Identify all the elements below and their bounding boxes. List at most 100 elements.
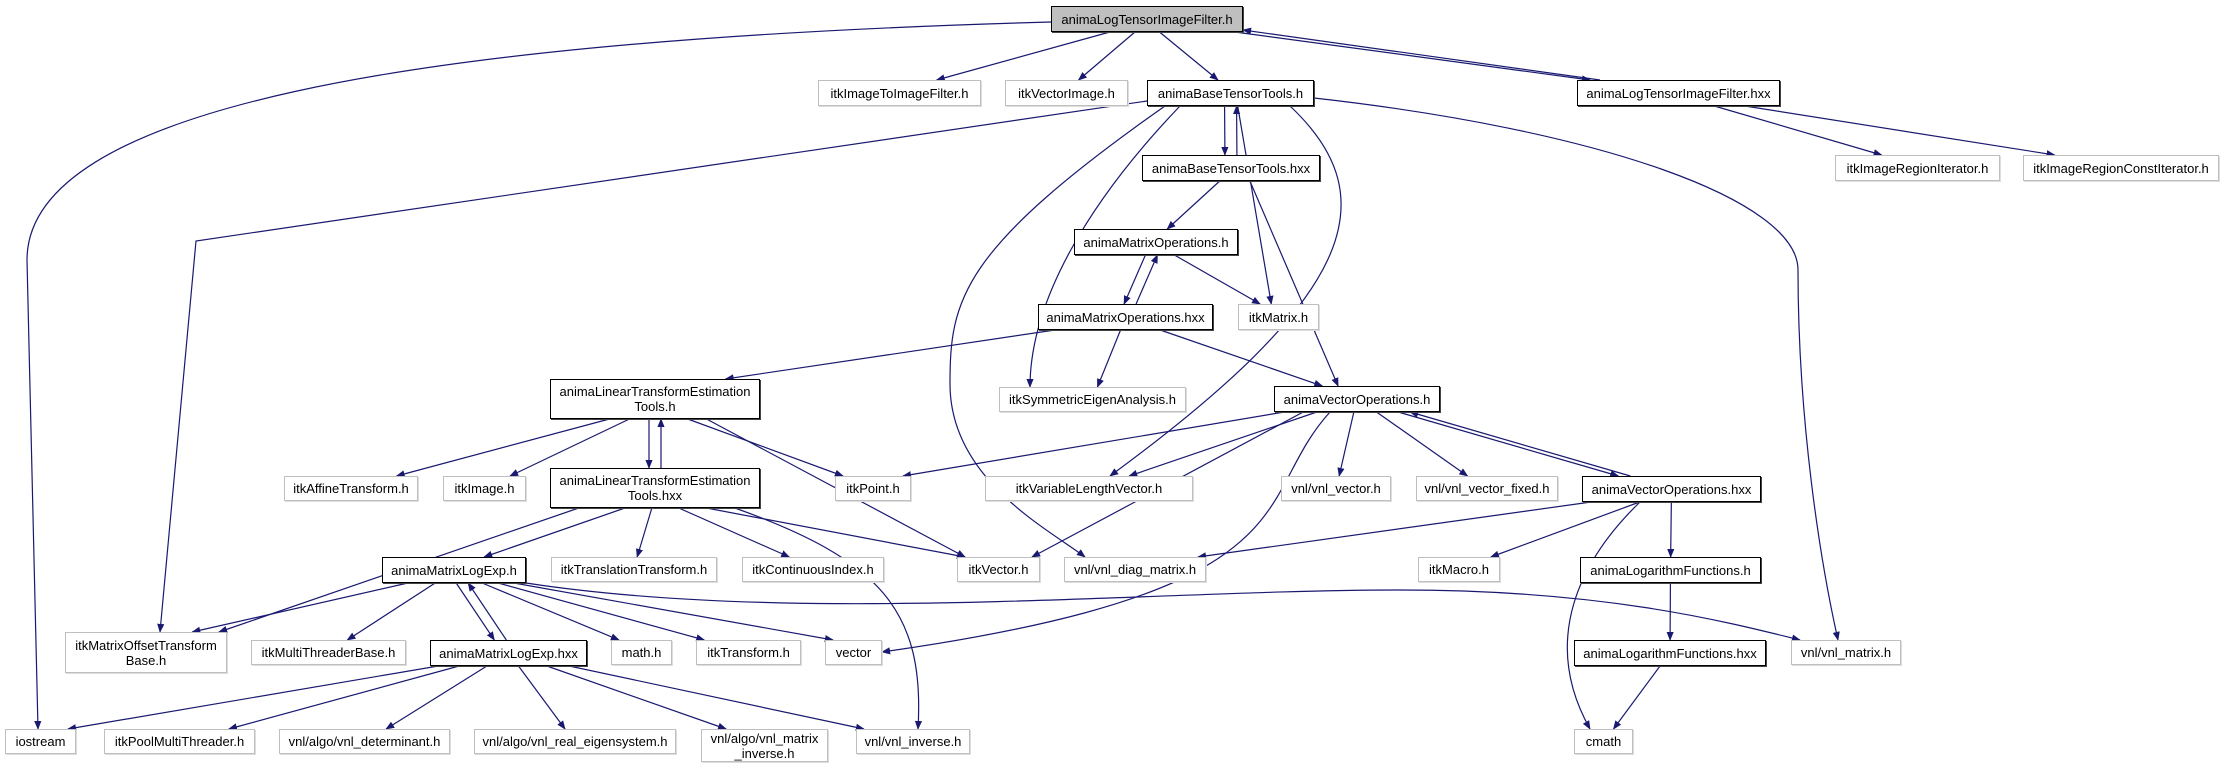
node-mle-hxx[interactable]: animaMatrixLogExp.hxx (430, 640, 587, 666)
node-diag[interactable]: vnl/vnl_diag_matrix.h (1064, 557, 1206, 582)
node-vo-h[interactable]: animaVectorOperations.h (1274, 386, 1440, 412)
edge-vo-hxx-to-cmath (1566, 501, 1641, 730)
node-vnlvecfixed[interactable]: vnl/vnl_vector_fixed.h (1416, 476, 1558, 501)
edge-mle-hxx-to-det (385, 665, 488, 730)
node-macro[interactable]: itkMacro.h (1418, 557, 1500, 582)
node-vo-hxx[interactable]: animaVectorOperations.hxx (1582, 476, 1761, 502)
edge-vo-h-to-vector (881, 411, 1331, 655)
node-btt-h[interactable]: animaBaseTensorTools.h (1147, 80, 1314, 106)
node-ltet-hxx[interactable]: animaLinearTransformEstimation Tools.hxx (550, 468, 760, 508)
edge-mle-h-to-mle-hxx (455, 582, 495, 641)
node-varlen[interactable]: itkVariableLengthVector.h (985, 476, 1193, 501)
node-symeig[interactable]: itkSymmetricEigenAnalysis.h (999, 387, 1186, 412)
node-i2i[interactable]: itkImageToImageFilter.h (818, 80, 981, 106)
edge-mle-h-to-itktransform (498, 582, 706, 642)
edge-vo-hxx-to-lf-h (1667, 501, 1675, 558)
edge-ltet-hxx-to-trans (636, 507, 653, 558)
edge-mle-h-to-mtb (346, 582, 436, 641)
node-itktransform[interactable]: itkTransform.h (696, 640, 801, 665)
edge-btt-h-to-symeig (1026, 105, 1181, 388)
node-itkmatrix[interactable]: itkMatrix.h (1238, 304, 1319, 330)
node-regcit[interactable]: itkImageRegionConstIterator.h (2023, 155, 2219, 181)
node-contidx[interactable]: itkContinuousIndex.h (742, 557, 884, 582)
edge-btt-h-to-mot (157, 100, 1148, 633)
node-vector[interactable]: vector (825, 640, 882, 665)
edge-vo-hxx-to-macro (1490, 501, 1640, 558)
edge-mle-hxx-to-eig (517, 665, 566, 730)
edge-ltet-h-to-affine (395, 418, 610, 478)
edge-vo-h-to-varlen (1128, 411, 1317, 477)
edge-btt-h-to-itkmatrix (1237, 105, 1274, 305)
edge-btt-hxx-to-mo-h (1166, 180, 1221, 230)
node-lf-hxx[interactable]: animaLogarithmFunctions.hxx (1574, 640, 1766, 666)
edge-root-to-iostream (26, 21, 1052, 730)
node-regit[interactable]: itkImageRegionIterator.h (1835, 155, 2000, 181)
node-btt-hxx[interactable]: animaBaseTensorTools.hxx (1142, 155, 1320, 181)
node-cmath[interactable]: cmath (1574, 729, 1633, 754)
edge-btt-h-to-diag (949, 105, 1166, 558)
edge-vo-h-to-vnlvecfixed (1376, 411, 1469, 477)
node-mo-hxx[interactable]: animaMatrixOperations.hxx (1038, 304, 1213, 330)
edge-lti-hxx-to-regit (1714, 105, 1883, 157)
edge-root-to-vecimg (1077, 31, 1136, 81)
node-mot[interactable]: itkMatrixOffsetTransform Base.h (65, 632, 227, 673)
edge-ltet-hxx-to-vinv (734, 507, 923, 730)
node-vecimg[interactable]: itkVectorImage.h (1005, 80, 1128, 106)
edge-lf-hxx-to-cmath (1612, 665, 1661, 730)
node-mle-h[interactable]: animaMatrixLogExp.h (382, 557, 526, 583)
edge-mo-hxx-to-ltet-h (724, 329, 1056, 382)
edge-mo-h-to-mo-hxx (1123, 254, 1146, 305)
edge-ltet-h-to-itkimage (509, 418, 630, 477)
edge-mo-hxx-to-symeig (1096, 329, 1122, 388)
edge-mle-h-to-mot (191, 582, 408, 634)
node-mo-h[interactable]: animaMatrixOperations.h (1074, 229, 1238, 255)
edge-mle-h-to-math (481, 582, 620, 641)
node-vnlmatrix[interactable]: vnl/vnl_matrix.h (1791, 640, 1901, 665)
node-iostream[interactable]: iostream (5, 729, 76, 754)
edge-mle-hxx-to-iostream (67, 665, 439, 732)
edge-root-to-btt-h (1159, 31, 1219, 81)
node-trans[interactable]: itkTranslationTransform.h (551, 557, 717, 582)
edge-lti-hxx-to-regcit (1744, 105, 2056, 158)
node-ltet-h[interactable]: animaLinearTransformEstimation Tools.h (550, 379, 760, 419)
node-vnlvec[interactable]: vnl/vnl_vector.h (1281, 476, 1391, 501)
edge-ltet-hxx-to-itkvector (706, 507, 966, 560)
edge-vo-hxx-to-diag (1197, 501, 1592, 560)
node-itkvector[interactable]: itkVector.h (957, 557, 1040, 582)
edge-mle-h-to-vector (513, 582, 834, 643)
edge-root-to-lti-hxx (1234, 31, 1591, 83)
edge-vo-h-to-vo-hxx (1398, 411, 1620, 478)
node-root[interactable]: animaLogTensorImageFilter.h (1051, 6, 1243, 32)
node-mtb[interactable]: itkMultiThreaderBase.h (251, 640, 406, 665)
node-math[interactable]: math.h (611, 640, 672, 665)
edge-lti-hxx-to-root (1242, 27, 1601, 81)
edge-vo-h-to-itkpoint (902, 411, 1285, 479)
edge-mo-hxx-to-mo-h (1135, 254, 1158, 305)
edge-btt-h-to-vnlmatrix (1313, 97, 1840, 641)
edge-mo-h-to-itkmatrix (1174, 254, 1261, 305)
edge-ltet-h-to-itkpoint (687, 418, 844, 477)
node-minv[interactable]: vnl/algo/vnl_matrix _inverse.h (701, 729, 828, 762)
edge-mle-hxx-to-pool (227, 665, 460, 731)
node-itkpoint[interactable]: itkPoint.h (835, 476, 911, 501)
node-eig[interactable]: vnl/algo/vnl_real_eigensystem.h (474, 729, 676, 754)
node-itkimage[interactable]: itkImage.h (443, 476, 526, 501)
edge-vo-h-to-vnlvec (1337, 411, 1355, 477)
node-vinv[interactable]: vnl/vnl_inverse.h (856, 729, 970, 754)
node-det[interactable]: vnl/algo/vnl_determinant.h (279, 729, 450, 754)
node-lf-h[interactable]: animaLogarithmFunctions.h (1580, 557, 1761, 583)
edge-mo-hxx-to-vo-h (1160, 329, 1324, 387)
edge-mle-hxx-to-mle-h (467, 582, 507, 641)
edge-mle-h-to-vnlmatrix (525, 582, 1801, 642)
edge-mle-hxx-to-vinv (569, 665, 865, 731)
edge-mle-hxx-to-minv (546, 665, 727, 730)
node-affine[interactable]: itkAffineTransform.h (284, 476, 418, 501)
edge-ltet-hxx-to-mle-h (483, 507, 626, 558)
edge-vo-hxx-to-vo-h (1409, 410, 1631, 477)
edge-btt-h-to-varlen (1109, 105, 1342, 477)
edge-btt-hxx-to-vo-h (1249, 180, 1339, 387)
edge-root-to-i2i (935, 31, 1111, 82)
node-lti-hxx[interactable]: animaLogTensorImageFilter.hxx (1577, 80, 1780, 106)
node-pool[interactable]: itkPoolMultiThreader.h (104, 729, 255, 754)
